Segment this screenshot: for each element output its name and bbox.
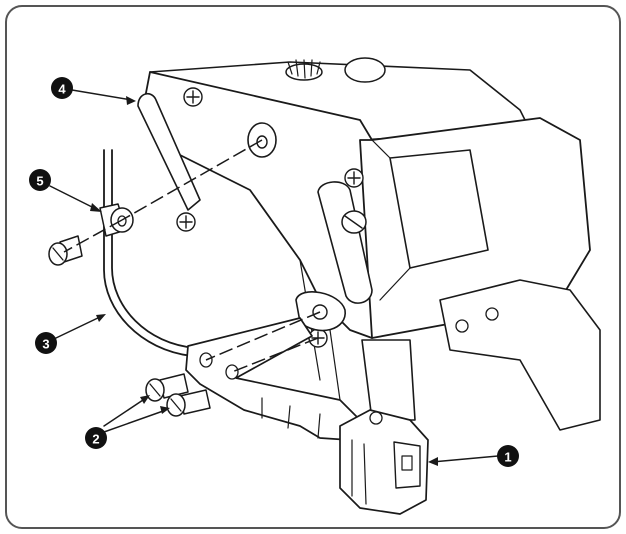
callout-2-label: 2	[92, 432, 99, 447]
callout-3: 3	[35, 332, 57, 354]
screw-icon	[176, 212, 196, 232]
callout-5: 5	[29, 169, 51, 191]
callout-3-label: 3	[42, 337, 49, 352]
lever-arm	[137, 93, 201, 211]
wire-guide-rod	[103, 149, 197, 357]
callout-4: 4	[51, 77, 73, 99]
adjust-lever	[317, 181, 373, 304]
callout-4-label: 4	[58, 82, 66, 97]
callout-5-label: 5	[36, 174, 43, 189]
top-knob	[285, 57, 386, 83]
callout-1-label: 1	[504, 450, 511, 465]
screw-icon	[183, 87, 203, 107]
alignment-lines	[63, 139, 321, 373]
screw-icon	[344, 168, 364, 188]
loose-screw-upper	[48, 235, 83, 266]
callout-1: 1	[497, 445, 519, 467]
machine-head	[144, 61, 601, 431]
callout-2: 2	[85, 427, 107, 449]
leader-lines	[49, 89, 499, 466]
screw-icon	[166, 389, 211, 417]
screw-icon	[145, 373, 189, 402]
loose-screw-pair	[145, 373, 211, 417]
clip-device	[339, 409, 429, 515]
